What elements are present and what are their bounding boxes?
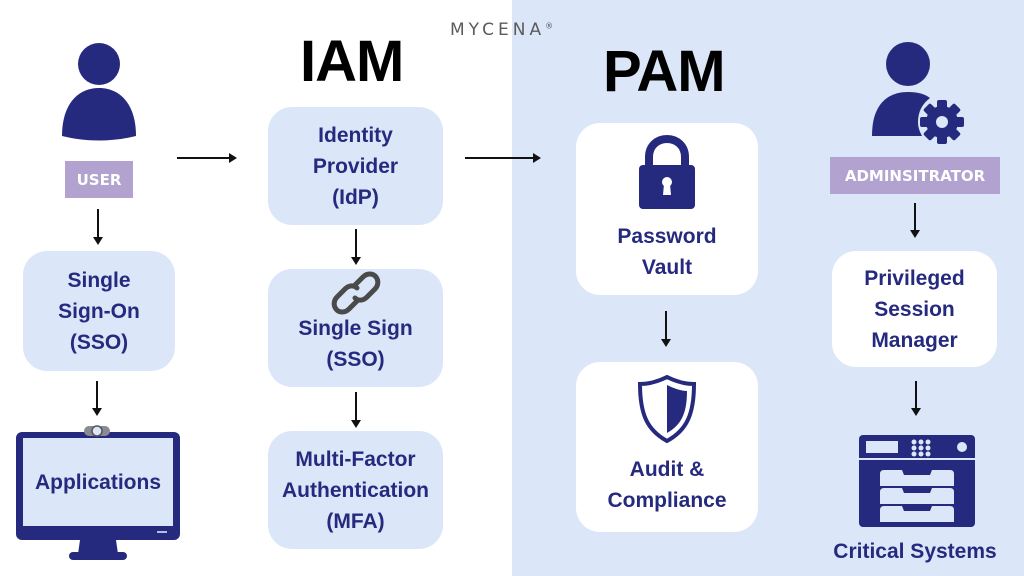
mfa-label: Multi-Factor Authentication (MFA) xyxy=(282,447,429,533)
arrow-user-to-idp xyxy=(177,153,237,163)
password-vault-box[interactable]: Password Vault xyxy=(576,123,758,295)
monitor-icon xyxy=(16,425,180,560)
idp-label: Identity Provider (IdP) xyxy=(312,123,399,209)
arrow-psm-to-critical xyxy=(911,381,921,416)
idp-box[interactable]: Identity Provider (IdP) xyxy=(268,107,443,225)
iam-sso-box[interactable]: Single Sign (SSO) xyxy=(268,269,443,387)
arrow-user-to-sso xyxy=(93,209,103,245)
audit-compliance-label: Audit & Compliance xyxy=(607,458,727,512)
brand-logo: MYCENA® xyxy=(450,20,553,40)
user-sso-box[interactable]: Single Sign-On (SSO) xyxy=(23,251,175,371)
applications-label: Applications xyxy=(34,471,161,494)
user-tag: USER xyxy=(65,161,133,198)
arrow-idp-to-sso xyxy=(351,229,361,265)
arrow-vault-to-audit xyxy=(661,311,671,347)
pam-title: PAM xyxy=(603,39,726,104)
psm-box[interactable]: Privileged Session Manager xyxy=(832,251,997,367)
password-vault-label: Password Vault xyxy=(617,225,717,279)
link-icon xyxy=(331,271,380,315)
arrow-sso-to-applications xyxy=(92,381,102,416)
arrow-sso-to-mfa xyxy=(351,392,361,428)
mfa-box[interactable]: Multi-Factor Authentication (MFA) xyxy=(268,431,443,549)
lock-icon xyxy=(639,134,695,209)
admin-gear-icon xyxy=(872,42,964,144)
registered-mark: ® xyxy=(545,21,554,31)
server-icon xyxy=(859,435,975,527)
audit-compliance-box[interactable]: Audit & Compliance xyxy=(576,362,758,532)
iam-title: IAM xyxy=(300,29,404,94)
critical-systems-label: Critical Systems xyxy=(833,540,997,563)
user-icon xyxy=(62,43,136,141)
user-sso-label: Single Sign-On (SSO) xyxy=(58,268,140,354)
brand-name: MYCENA xyxy=(450,20,546,40)
iam-sso-label: Single Sign (SSO) xyxy=(298,317,413,371)
arrow-idp-to-vault xyxy=(465,153,541,163)
administrator-tag: ADMINSITRATOR xyxy=(830,157,1000,194)
arrow-admin-to-psm xyxy=(910,203,920,238)
psm-label: Privileged Session Manager xyxy=(864,266,965,352)
shield-icon xyxy=(637,374,697,444)
